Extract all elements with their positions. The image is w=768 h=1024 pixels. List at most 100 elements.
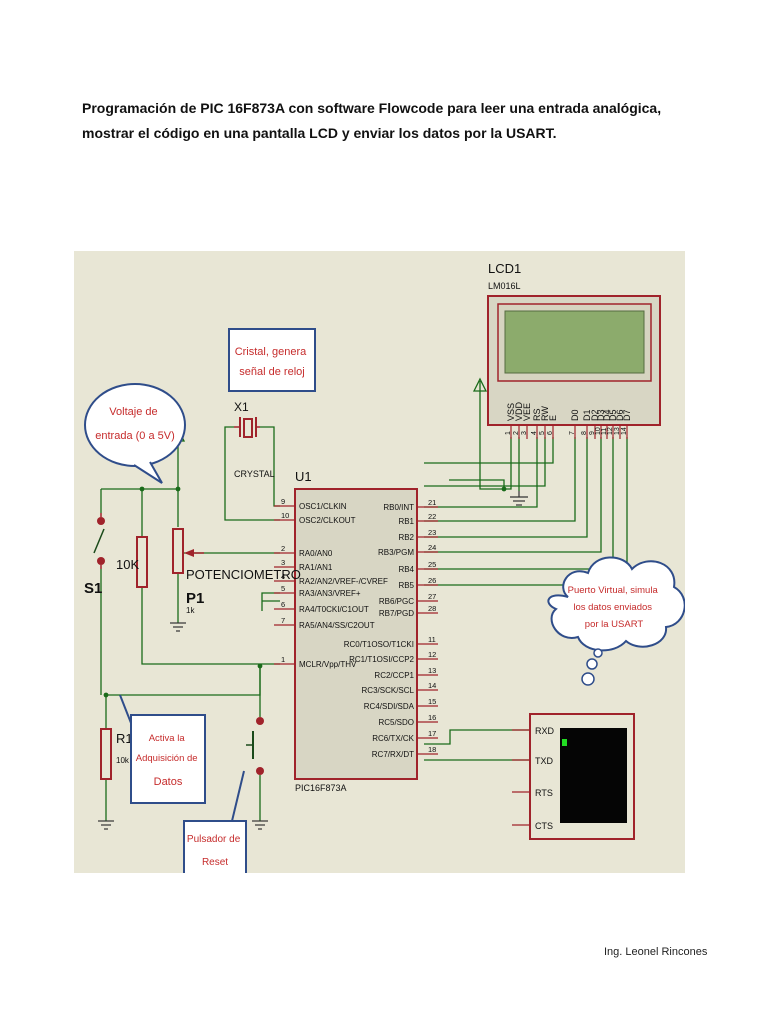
mcu-pin-number: 17	[428, 729, 436, 738]
callout-voltage: Voltaje de entrada (0 a 5V)	[84, 383, 186, 484]
crystal-ref: X1	[234, 400, 249, 414]
mcu-pin-name: RA3/AN3/VREF+	[299, 589, 361, 598]
terminal-cursor	[562, 739, 567, 746]
mcu-pin-name: RC2/CCP1	[374, 671, 414, 680]
mcu-pin-name: RC6/TX/CK	[372, 734, 414, 743]
mcu-pin-name: RB7/PGD	[379, 609, 414, 618]
callout-port-line3: por la USART	[585, 619, 644, 630]
lcd-pin-name: VSS	[506, 403, 516, 421]
callout-adquisicion: Activa la Adquisición de Datos	[119, 694, 206, 804]
author-signature: Ing. Leonel Rincones	[604, 946, 708, 958]
mcu-pin-number: 21	[428, 498, 436, 507]
lcd-pin-number: 9	[589, 431, 596, 435]
potentiometer: POTENCIOMETRO P1 1k	[172, 528, 301, 615]
pot-ref: P1	[186, 590, 204, 607]
lcd-pin-number: 4	[531, 431, 538, 435]
mcu-pin-number: 5	[281, 584, 285, 593]
lcd-pin-name: D2	[590, 409, 600, 421]
lcd-ref: LCD1	[488, 261, 521, 276]
mcu-pin-number: 9	[281, 497, 285, 506]
callout-adq-line1: Activa la	[149, 733, 186, 744]
terminal-pin-name: RTS	[535, 788, 553, 798]
lcd-pin-number: 3	[521, 431, 528, 435]
lcd-pin-number: 12	[607, 427, 614, 435]
mcu-pin-number: 27	[428, 592, 436, 601]
callout-reset-line1: Pulsador de	[187, 834, 241, 845]
mcu-pin-number: 3	[281, 558, 285, 567]
callout-crystal-line2: señal de reloj	[239, 366, 304, 378]
mcu-pin-number: 18	[428, 745, 436, 754]
switch-ref: S1	[84, 580, 102, 597]
r1-value: 10k	[116, 756, 130, 765]
mcu-pin-number: 11	[428, 635, 436, 644]
reset-ground-icon	[252, 820, 268, 830]
mcu-pin-name: RC1/T1OSI/CCP2	[349, 655, 414, 664]
mcu-pin-number: 25	[428, 560, 436, 569]
callout-voltage-line1: Voltaje de	[109, 406, 157, 418]
mcu-body	[294, 488, 418, 780]
mcu-pin-name: RA4/T0CKI/C1OUT	[299, 605, 369, 614]
mcu-pin-number: 22	[428, 512, 436, 521]
lcd-power-arrow-icon	[472, 377, 488, 392]
mcu-pin-number: 24	[428, 543, 436, 552]
lcd-pin-name: RS	[532, 408, 542, 421]
pot-ground-icon	[170, 622, 186, 632]
lcd-pin-name: D7	[622, 409, 632, 421]
lcd-pin-number: 6	[547, 431, 554, 435]
schematic-diagram: LCD1 LM016L VSS1VDD2VEE3RS4RW5E6D07D18D2…	[74, 251, 685, 873]
mcu-pin-number: 23	[428, 528, 436, 537]
svg-text:Pulsador de Reset: Pulsador de Reset	[187, 834, 243, 868]
lcd-pin-name: D6	[615, 409, 625, 421]
callout-crystal-line1: Cristal, genera	[235, 346, 307, 358]
terminal-pin-name: RXD	[535, 726, 555, 736]
svg-text:Activa la Adquisición de: Activa la Adquisición de Datos	[136, 733, 200, 788]
lcd-model: LM016L	[488, 281, 521, 291]
terminal-pin-name: TXD	[535, 756, 554, 766]
crystal-label: CRYSTAL	[234, 469, 275, 479]
mcu-pin-name: OSC2/CLKOUT	[299, 516, 356, 525]
mcu-pin-number: 6	[281, 600, 285, 609]
lcd-pin-name: D0	[570, 409, 580, 421]
callout-reset-line2: Reset	[202, 857, 228, 868]
callout-adq-line3: Datos	[154, 776, 183, 788]
mcu-pin-name: RA5/AN4/SS/C2OUT	[299, 621, 375, 630]
mcu-pin-number: 16	[428, 713, 436, 722]
terminal-pin-name: CTS	[535, 821, 553, 831]
lcd-module: LCD1 LM016L VSS1VDD2VEE3RS4RW5E6D07D18D2…	[487, 261, 661, 439]
lcd-pin-number: 1	[505, 431, 512, 435]
virtual-terminal: RXD TXD RTS CTS	[512, 713, 635, 840]
callout-port-line2: los datos enviados	[573, 602, 652, 613]
mcu-pin-name: RB5	[398, 581, 414, 590]
mcu-pin-name: RB3/PGM	[378, 548, 414, 557]
lcd-pin-name: D4	[602, 409, 612, 421]
wires	[100, 381, 628, 821]
wiper-arrow-icon	[184, 549, 194, 557]
r1-ref: R1	[116, 731, 133, 746]
lcd-pin-name: D3	[596, 409, 606, 421]
mcu-pin-number: 12	[428, 650, 436, 659]
resistor-10k-value: 10K	[116, 557, 139, 572]
switch-s1: S1	[84, 513, 105, 597]
lcd-pin-number: 10	[595, 427, 602, 435]
mcu-pin-name: RA2/AN2/VREF-/CVREF	[299, 577, 388, 586]
mcu-pin-number: 15	[428, 697, 436, 706]
r1-ground-icon	[98, 820, 114, 830]
lcd-pin-number: 11	[601, 428, 608, 435]
wire-junctions	[103, 486, 507, 698]
mcu-pin-number: 26	[428, 576, 436, 585]
mcu-pin-number: 1	[281, 655, 285, 664]
svg-text:Puerto Virtual, simula l: Puerto Virtual, simula los datos enviado…	[568, 585, 661, 630]
mcu-pin-number: 28	[428, 604, 436, 613]
lcd-pin-name: D1	[582, 409, 592, 421]
callout-reset: Pulsador de Reset	[183, 770, 247, 873]
mcu-pin-name: RC5/SDO	[378, 718, 414, 727]
lcd-screen	[504, 310, 645, 374]
pot-label: POTENCIOMETRO	[186, 567, 301, 582]
document-title: Programación de PIC 16F873A con software…	[82, 100, 662, 141]
mcu-pin-name: RC4/SDI/SDA	[364, 702, 415, 711]
reset-pushbutton	[246, 717, 264, 775]
terminal-pins: RXD TXD RTS CTS	[512, 726, 555, 831]
mcu-pin-number: 2	[281, 544, 285, 553]
mcu-pin-name: RC0/T1OSO/T1CKI	[344, 640, 414, 649]
mcu-pin-name: RA0/AN0	[299, 549, 333, 558]
